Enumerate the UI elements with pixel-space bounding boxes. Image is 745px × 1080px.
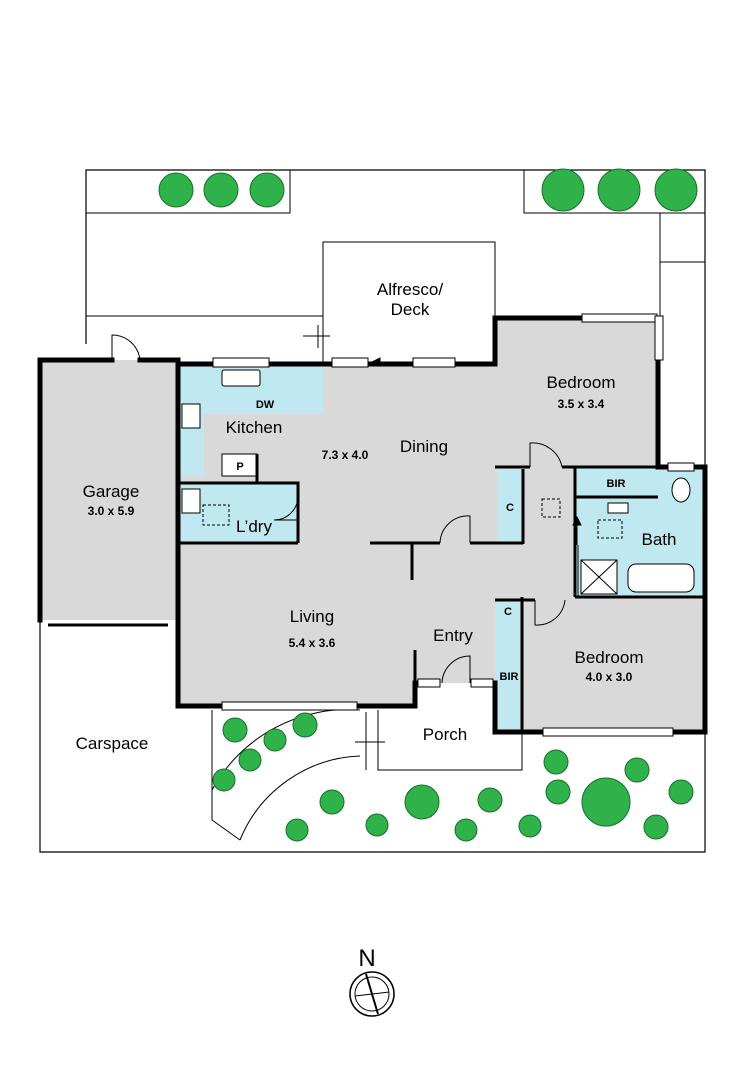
entry-arrows bbox=[303, 325, 582, 770]
north-label: N bbox=[358, 945, 375, 972]
carport-outline bbox=[211, 710, 241, 841]
trees bbox=[158, 168, 698, 842]
dining-name: Dining bbox=[400, 437, 448, 456]
cupboard-1-floor bbox=[497, 469, 523, 544]
compass-cross bbox=[354, 991, 390, 997]
garage-dims: 3.0 x 5.9 bbox=[88, 504, 135, 518]
bedroom-1-dims: 3.5 x 3.4 bbox=[558, 397, 605, 411]
site-boundary bbox=[85, 169, 706, 467]
porch-name: Porch bbox=[423, 725, 467, 744]
bedroom-2-floor bbox=[522, 597, 705, 732]
alfresco-label-line2: Deck bbox=[391, 300, 430, 319]
cupboard-2-label: C bbox=[504, 606, 512, 618]
entry-name: Entry bbox=[433, 626, 473, 645]
alfresco-label-line1: Alfresco/ bbox=[377, 280, 443, 299]
carspace-name: Carspace bbox=[76, 734, 149, 753]
compass: N bbox=[349, 945, 395, 1017]
living-name: Living bbox=[290, 607, 334, 626]
pantry-label: P bbox=[236, 461, 243, 473]
cupboard-2-floor bbox=[495, 600, 522, 620]
paving-line-north-left bbox=[86, 170, 291, 214]
bir-2-label: BIR bbox=[500, 671, 519, 683]
kitchen-name: Kitchen bbox=[226, 418, 283, 437]
paving-line-north-right bbox=[523, 170, 705, 214]
dining-dims: 7.3 x 4.0 bbox=[322, 448, 369, 462]
bedroom-1-floor bbox=[495, 318, 658, 467]
site-boundary-south bbox=[39, 620, 706, 853]
windows bbox=[212, 313, 695, 737]
bedroom-2-name: Bedroom bbox=[575, 648, 644, 667]
fixtures bbox=[181, 369, 695, 595]
bedroom-2-dims: 4.0 x 3.0 bbox=[586, 670, 633, 684]
porch-outline bbox=[377, 710, 523, 771]
garage-name: Garage bbox=[83, 482, 140, 501]
bath-name: Bath bbox=[642, 530, 677, 549]
bir-1-label: BIR bbox=[607, 478, 626, 490]
bir-2-floor bbox=[495, 620, 522, 730]
compass-inner-ring bbox=[354, 976, 390, 1012]
laundry-name: L’dry bbox=[236, 517, 272, 536]
bir-1-floor bbox=[575, 467, 658, 497]
bedroom-1-name: Bedroom bbox=[547, 373, 616, 392]
garage-floor bbox=[40, 360, 178, 620]
cupboard-1-label: C bbox=[506, 502, 514, 514]
living-dims: 5.4 x 3.6 bbox=[289, 636, 336, 650]
dishwasher-label: DW bbox=[256, 399, 275, 411]
